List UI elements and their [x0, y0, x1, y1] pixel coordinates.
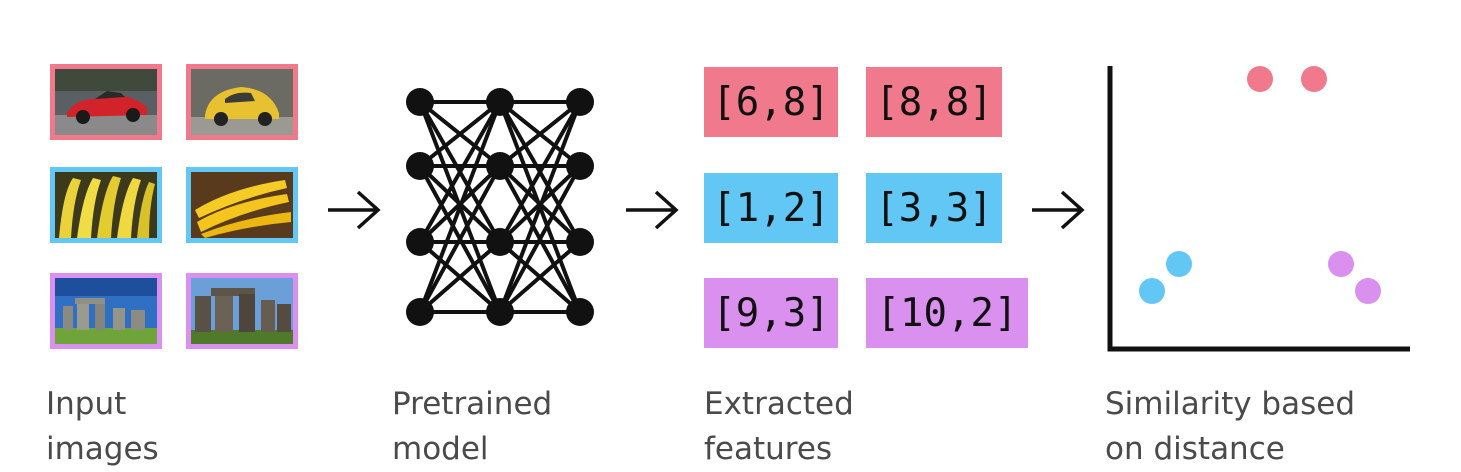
input-images-label: Input images — [46, 386, 159, 467]
network-edge — [418, 165, 502, 313]
network-edge — [418, 100, 502, 168]
network-node — [406, 298, 434, 326]
network-node — [406, 152, 434, 180]
scatter-point — [1328, 251, 1354, 277]
bananas-image-1 — [50, 167, 162, 243]
network-edge — [418, 101, 502, 313]
scatter-point — [1247, 66, 1273, 92]
arrow-right-icon — [1032, 190, 1085, 230]
network-node — [406, 228, 434, 256]
similarity-label: Similarity based on distance — [1105, 386, 1355, 467]
network-node — [486, 228, 514, 256]
network-edge — [498, 100, 582, 168]
plot-axes — [1107, 66, 1410, 352]
red-car-image — [50, 64, 162, 140]
network-edge — [418, 240, 502, 314]
network-node — [566, 152, 594, 180]
extracted-features-label: Extracted features — [704, 386, 854, 467]
network-edge — [498, 240, 582, 314]
feature-box: [9,3] — [704, 278, 838, 348]
stonehenge-image-2 — [186, 273, 298, 349]
network-node — [566, 228, 594, 256]
neural-network-icon — [406, 88, 594, 326]
feature-box: [1,2] — [704, 173, 838, 243]
network-node — [566, 88, 594, 116]
bananas-image-2 — [186, 167, 298, 243]
scatter-point — [1166, 251, 1192, 277]
scatter-point — [1301, 66, 1327, 92]
feature-box: [8,8] — [866, 67, 1002, 137]
network-node — [566, 298, 594, 326]
network-edge — [418, 101, 502, 243]
network-node — [486, 152, 514, 180]
network-node — [486, 298, 514, 326]
scatter-point — [1355, 278, 1381, 304]
network-edge — [498, 165, 582, 313]
feature-box: [10,2] — [866, 278, 1028, 348]
pretrained-model-label: Pretrained model — [392, 386, 553, 467]
network-node — [406, 88, 434, 116]
feature-box: [6,8] — [704, 67, 838, 137]
arrow-right-icon — [626, 190, 679, 230]
similarity-scatter-plot — [1107, 66, 1410, 352]
feature-box: [3,3] — [866, 173, 1002, 243]
network-edge — [498, 101, 582, 243]
yellow-beetle-image — [186, 64, 298, 140]
arrow-right-icon — [328, 190, 381, 230]
stonehenge-image-1 — [50, 273, 162, 349]
scatter-point — [1139, 278, 1165, 304]
network-edge — [498, 101, 582, 313]
network-node — [486, 88, 514, 116]
